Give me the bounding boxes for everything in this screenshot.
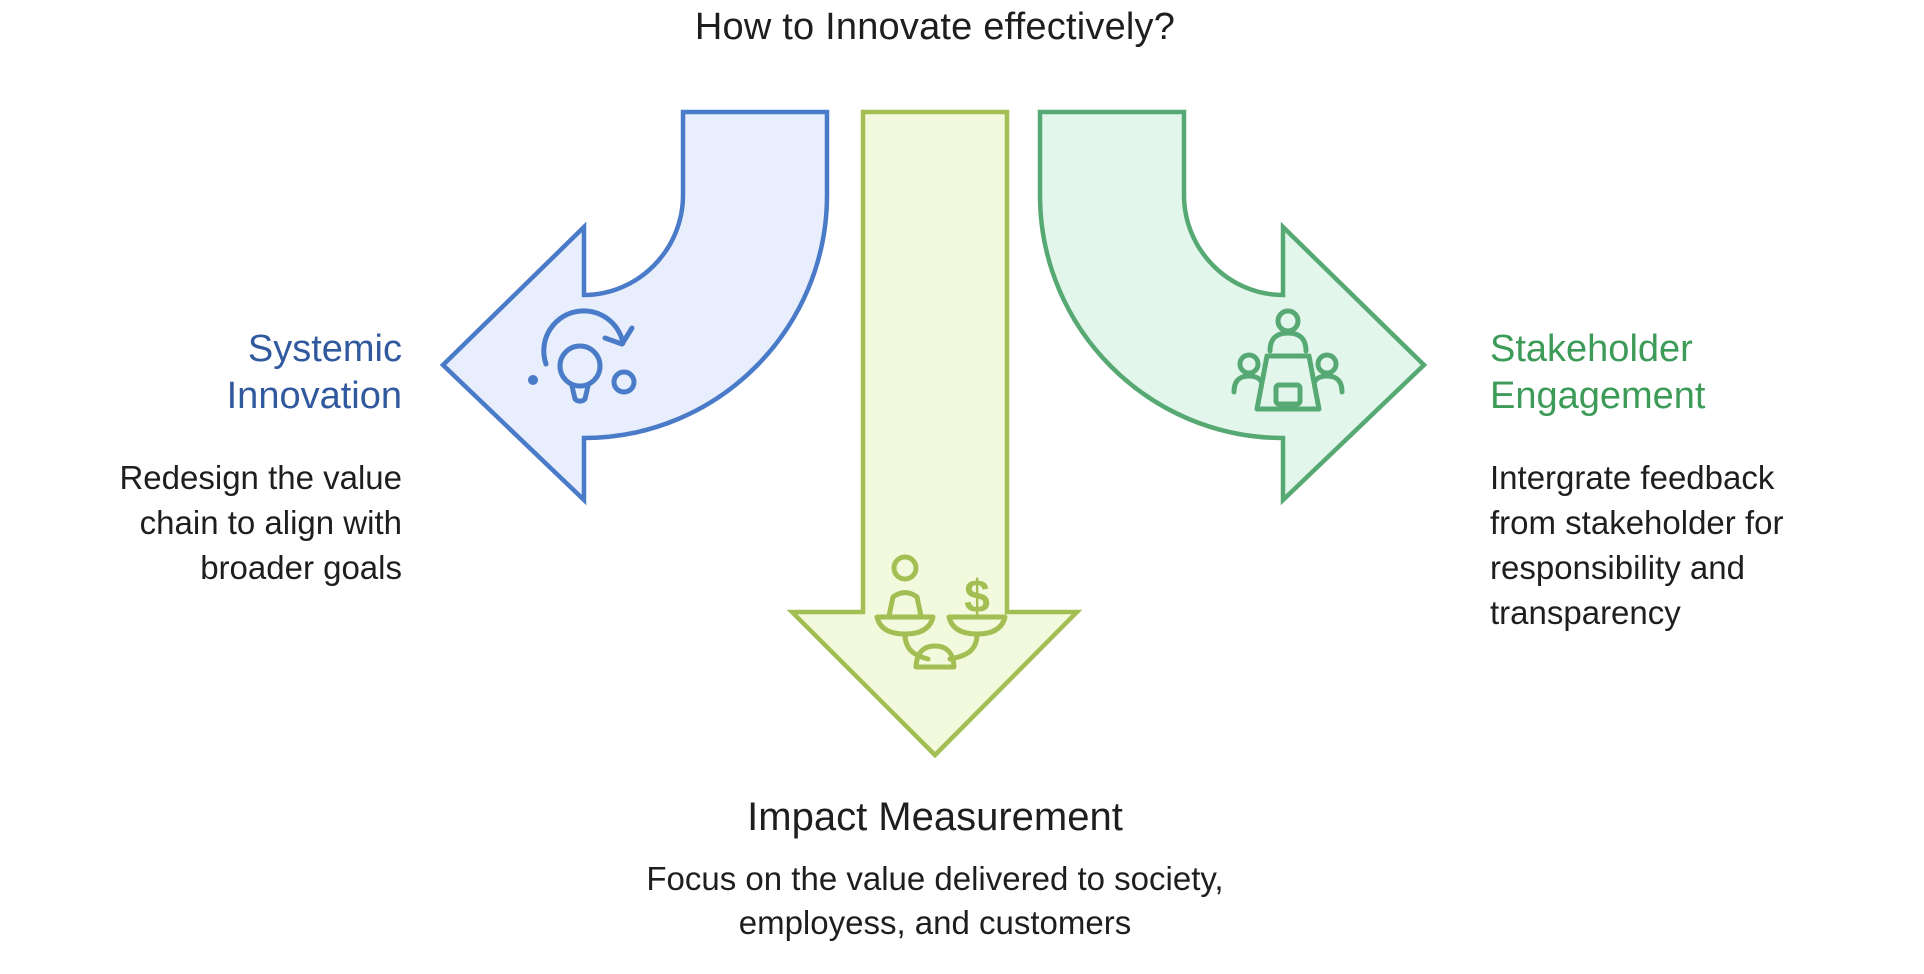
impact-measurement-heading: Impact Measurement xyxy=(747,795,1123,839)
impact-measurement-description: Focus on the value delivered to society,… xyxy=(646,860,1224,941)
systemic-innovation-description: Redesign the value chain to align with b… xyxy=(119,459,402,586)
page-title: How to Innovate effectively? xyxy=(694,6,1176,48)
systemic-innovation-arrow xyxy=(439,109,830,506)
stakeholder-engagement-arrow xyxy=(1037,109,1428,506)
dollar-symbol: $ xyxy=(964,570,990,622)
stakeholder-engagement-description: Intergrate feedback from stakeholder for… xyxy=(1490,459,1784,631)
lightbulb-refresh-icon xyxy=(528,308,637,404)
balance-scale-person-dollar-icon: $ xyxy=(874,554,1008,670)
systemic-innovation-heading: Systemic Innovation xyxy=(226,328,402,417)
people-meeting-icon xyxy=(1231,308,1345,412)
stakeholder-engagement-heading: Stakeholder Engagement xyxy=(1490,328,1706,417)
impact-measurement-arrow xyxy=(786,109,1083,759)
